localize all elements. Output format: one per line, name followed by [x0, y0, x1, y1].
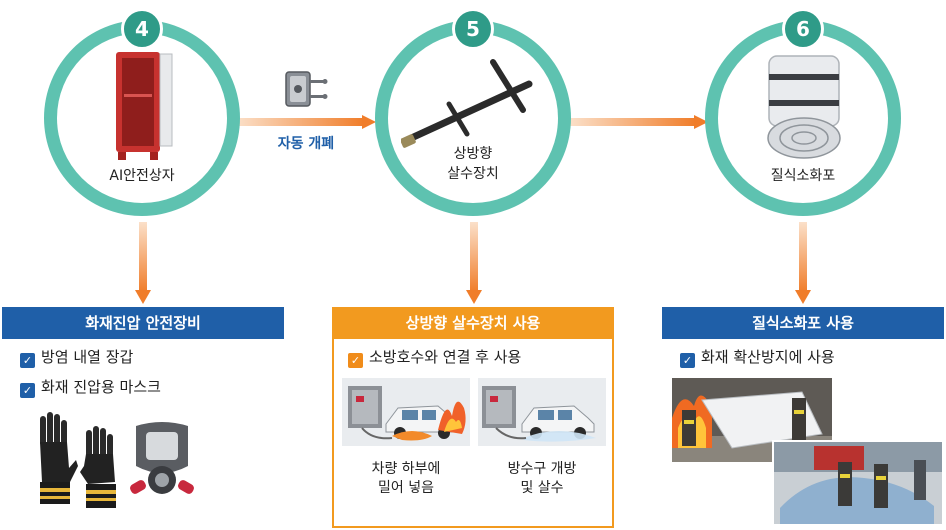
- item-text: 소방호수와 연결 후 사용: [369, 348, 522, 366]
- fire-blanket-photo-2: [772, 440, 944, 526]
- right-panel-title: 질식소화포 사용: [662, 307, 944, 339]
- sprinkler-illustration: [478, 378, 606, 446]
- center-panel-item-1: ✓ 소방호수와 연결 후 사용: [348, 346, 521, 368]
- check-icon: ✓: [20, 383, 35, 398]
- caption-line: 밀어 넣음: [378, 480, 434, 496]
- arrow-step5-down: [466, 222, 482, 304]
- arrow-step4-to-step5: [236, 115, 376, 129]
- step-5-circle: 상방향 살수장치 5: [375, 8, 571, 216]
- connector-label: 자동 개폐: [277, 136, 335, 152]
- fire-mask-icon: [130, 422, 194, 494]
- latch-device-icon: [285, 71, 328, 107]
- caption-line: 및 살수: [520, 480, 564, 496]
- center-caption-1: 차량 하부에 밀어 넣음: [342, 460, 470, 498]
- right-panel-item-1: ✓ 화재 확산방지에 사용: [680, 346, 835, 368]
- arrow-step6-down: [795, 222, 811, 304]
- sprinkler-scene: [482, 386, 596, 442]
- step-4-label-line: AI안전상자: [109, 168, 175, 184]
- step-5-label-line-1: 상방향: [453, 146, 493, 162]
- caption-line: 차량 하부에: [371, 461, 441, 477]
- step-5-label: 상방향 살수장치: [375, 144, 571, 184]
- item-text: 화재 진압용 마스크: [41, 378, 161, 396]
- step-5-label-line-2: 살수장치: [447, 166, 499, 182]
- check-icon: ✓: [20, 353, 35, 368]
- fireproof-gloves-icon: [40, 412, 116, 508]
- arrow-step5-to-step6: [570, 115, 708, 129]
- circle-body: [388, 33, 558, 203]
- check-icon: ✓: [680, 353, 695, 368]
- car-fire-scene: [348, 386, 466, 441]
- step-6-label: 질식소화포: [705, 166, 901, 186]
- center-caption-2: 방수구 개방 및 살수: [478, 460, 606, 498]
- left-panel-item-2: ✓ 화재 진압용 마스크: [20, 376, 161, 398]
- arrow-step4-down: [135, 222, 151, 304]
- center-panel-title: 상방향 살수장치 사용: [332, 307, 614, 339]
- item-text: 화재 확산방지에 사용: [701, 348, 835, 366]
- car-fire-illustration: [342, 378, 470, 446]
- step-6-circle: 질식소화포 6: [705, 8, 901, 216]
- left-panel-title: 화재진압 안전장비: [2, 307, 284, 339]
- left-panel-item-1: ✓ 방염 내열 장갑: [20, 346, 133, 368]
- step-4-label: AI안전상자: [44, 166, 240, 186]
- step-4-badge: 4: [121, 8, 163, 50]
- step-4-circle: AI안전상자 4: [44, 8, 240, 216]
- item-text: 방염 내열 장갑: [41, 348, 134, 366]
- fire-blanket-roll-icon: [767, 55, 841, 159]
- fire-blanket-scene-2: [774, 442, 942, 524]
- upward-sprinkler-icon: [401, 59, 533, 148]
- safety-box-icon: [116, 52, 173, 160]
- check-icon: ✓: [348, 353, 363, 368]
- step-6-badge: 6: [782, 8, 824, 50]
- step-5-badge: 5: [452, 8, 494, 50]
- step-6-label-line: 질식소화포: [770, 168, 836, 184]
- caption-line: 방수구 개방: [507, 461, 577, 477]
